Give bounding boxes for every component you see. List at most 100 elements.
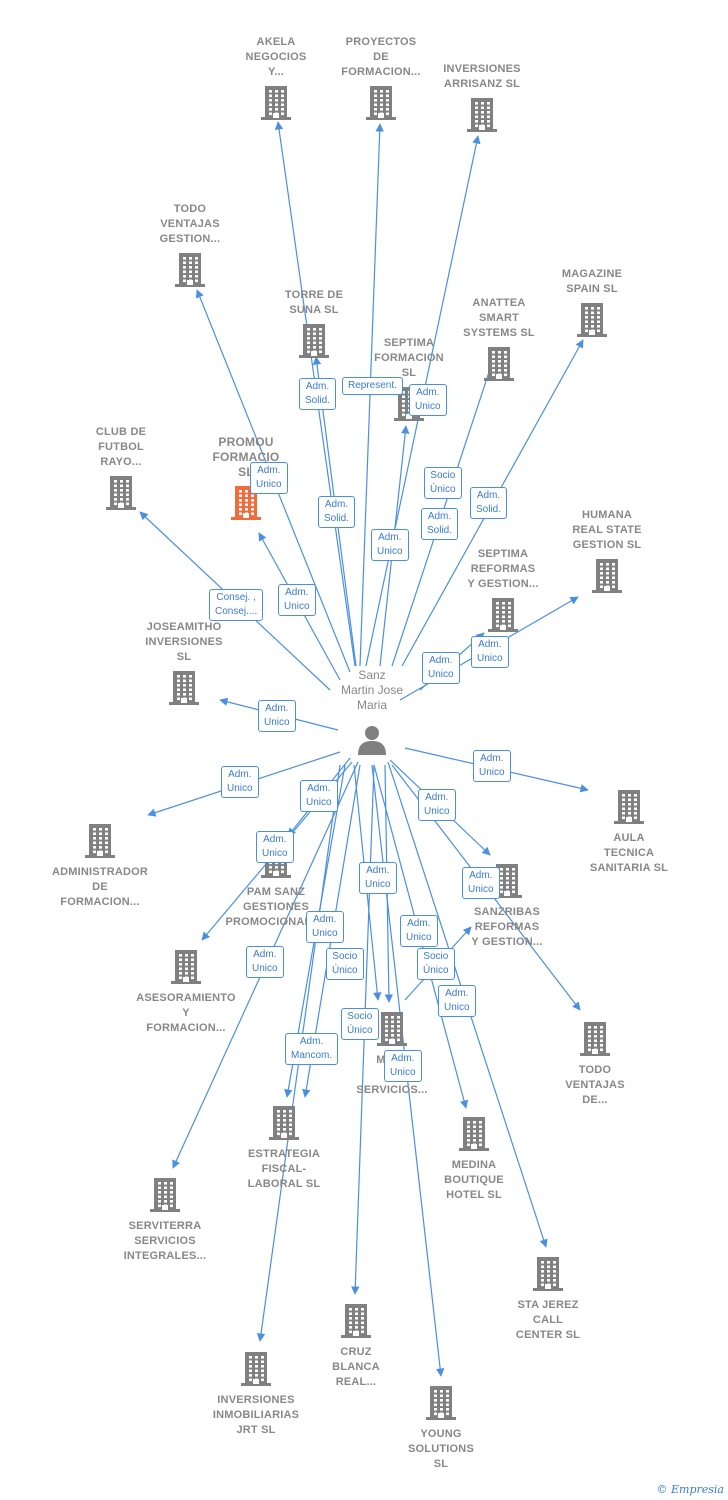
company-node-proyectos[interactable]: PROYECTOS DE FORMACION... [321,35,441,125]
company-node-septima-ref[interactable]: SEPTIMA REFORMAS Y GESTION... [443,547,563,637]
relation-label[interactable]: Represent. [342,377,403,395]
company-name: INVERSIONES ARRISANZ SL [443,63,521,90]
company-name: INVERSIONES INMOBILIARIAS JRT SL [212,1394,300,1436]
company-name: HUMANA REAL STATE GESTION SL [572,509,642,551]
building-icon [535,1020,655,1061]
building-icon [447,862,567,903]
building-icon [105,1176,225,1217]
relation-label[interactable]: Adm. Unico [246,946,284,978]
company-name: TODO VENTAJAS GESTION... [159,203,221,245]
company-node-arrisanz[interactable]: INVERSIONES ARRISANZ SL [422,62,542,137]
company-name: YOUNG SOLUTIONS SL [408,1428,474,1470]
link-line [359,123,384,667]
relation-label[interactable]: Adm. Unico [306,911,344,943]
building-icon [443,596,563,637]
company-node-jrt[interactable]: INVERSIONES INMOBILIARIAS JRT SL [196,1350,316,1438]
company-node-sanzribas[interactable]: SANZRIBAS REFORMAS Y GESTION... [447,862,567,950]
relation-label[interactable]: Adm. Unico [250,462,288,494]
building-icon [439,345,559,386]
company-node-club[interactable]: CLUB DE FUTBOL RAYO... [61,425,181,515]
company-name: SEPTIMA FORMACION SL [374,337,444,379]
relation-label[interactable]: Adm. Solid. [421,508,459,540]
company-node-torre[interactable]: TORRE DE SUNA SL [254,288,374,363]
relation-label[interactable]: Adm. Unico [418,789,456,821]
relation-label[interactable]: Socio Único [417,948,455,980]
company-node-estrategia[interactable]: ESTRATEGIA FISCAL- LABORAL SL [224,1104,344,1192]
relation-label[interactable]: Adm. Unico [256,831,294,863]
person-icon [358,726,386,755]
building-icon [126,948,246,989]
relation-label[interactable]: Adm. Unico [371,529,409,561]
copyright-symbol: © [656,1483,668,1496]
relation-label[interactable]: Adm. Unico [400,915,438,947]
company-node-stajerez[interactable]: STA JEREZ CALL CENTER SL [488,1255,608,1343]
relation-label[interactable]: Adm. Unico [278,584,316,616]
building-icon [61,474,181,515]
company-node-joseamitho[interactable]: JOSEAMITHO INVERSIONES SL [124,620,244,710]
company-name: TORRE DE SUNA SL [284,289,344,316]
footer-brand[interactable]: © Empresia [657,1483,725,1496]
company-name: MEDINA BOUTIQUE HOTEL SL [444,1159,504,1201]
relation-label[interactable]: Adm. Unico [409,384,447,416]
relation-label[interactable]: Adm. Unico [300,780,338,812]
building-icon [321,84,441,125]
center-person[interactable]: Sanz Martin Jose Maria [310,668,434,762]
building-icon [422,96,542,137]
company-name: ANATTEA SMART SYSTEMS SL [463,297,535,339]
company-name: PAM SANZ GESTIONES PROMOCIONALES [225,886,327,928]
company-node-todo-de[interactable]: TODO VENTAJAS DE... [535,1020,655,1108]
company-name: PROMOU FORMACIO SL [212,435,280,479]
company-node-humana[interactable]: HUMANA REAL STATE GESTION SL [547,508,667,598]
company-node-young[interactable]: YOUNG SOLUTIONS SL [381,1384,501,1472]
company-name: STA JEREZ CALL CENTER SL [515,1299,581,1341]
relation-label[interactable]: Socio Único [326,948,364,980]
company-node-cruz[interactable]: CRUZ BLANCA REAL... [296,1302,416,1390]
company-name: SERVITERRA SERVICIOS INTEGRALES... [123,1220,207,1262]
relation-label[interactable]: Consej. , Consej.... [209,589,264,621]
company-node-admin-form[interactable]: ADMINISTRADOR DE FORMACION... [40,822,160,910]
company-node-akela[interactable]: AKELA NEGOCIOS Y... [216,35,336,125]
relation-label[interactable]: Adm. Unico [359,862,397,894]
building-icon [569,788,689,829]
relation-label[interactable]: Adm. Unico [221,766,259,798]
company-node-medina[interactable]: MEDINA BOUTIQUE HOTEL SL [414,1115,534,1203]
company-name: TODO VENTAJAS DE... [565,1064,625,1106]
company-node-todo-gestion[interactable]: TODO VENTAJAS GESTION... [130,202,250,292]
building-icon [196,1350,316,1391]
relation-label[interactable]: Adm. Unico [462,867,500,899]
company-name: ADMINISTRADOR DE FORMACION... [51,866,149,908]
relation-label[interactable]: Adm. Unico [258,700,296,732]
relation-label[interactable]: Adm. Solid. [318,496,356,528]
company-name: AULA TECNICA SANITARIA SL [589,832,669,874]
company-node-magazine[interactable]: MAGAZINE SPAIN SL [532,267,652,342]
relation-label[interactable]: Adm. Unico [473,750,511,782]
relation-label[interactable]: Socio Único [424,467,462,499]
company-node-aula[interactable]: AULA TECNICA SANITARIA SL [569,788,689,876]
company-name: JOSEAMITHO INVERSIONES SL [145,621,223,663]
building-icon [186,484,306,525]
building-icon [216,84,336,125]
relation-label[interactable]: Adm. Unico [471,636,509,668]
building-icon [40,822,160,863]
relation-label[interactable]: Adm. Unico [384,1050,422,1082]
company-node-serviterra[interactable]: SERVITERRA SERVICIOS INTEGRALES... [105,1176,225,1264]
relation-label[interactable]: Adm. Solid. [470,487,508,519]
company-name: ESTRATEGIA FISCAL- LABORAL SL [247,1148,321,1190]
building-icon [296,1302,416,1343]
building-icon [124,669,244,710]
relation-label[interactable]: Adm. Mancom. [285,1033,339,1065]
building-icon [224,1104,344,1145]
relation-label[interactable]: Adm. Unico [438,985,476,1017]
company-name: SANZRIBAS REFORMAS Y GESTION... [471,906,543,948]
company-node-promou[interactable]: PROMOU FORMACIO SL [186,435,306,525]
company-name: ASESORAMIENTO Y FORMACION... [136,992,236,1034]
relation-label[interactable]: Socio Único [341,1008,379,1040]
building-icon [532,301,652,342]
company-name: PROYECTOS DE FORMACION... [341,36,421,78]
relation-label[interactable]: Adm. Unico [422,652,460,684]
relation-label[interactable]: Adm. Solid. [299,378,337,410]
company-node-asesoramiento[interactable]: ASESORAMIENTO Y FORMACION... [126,948,246,1036]
company-node-anattea[interactable]: ANATTEA SMART SYSTEMS SL [439,296,559,386]
building-icon [130,251,250,292]
